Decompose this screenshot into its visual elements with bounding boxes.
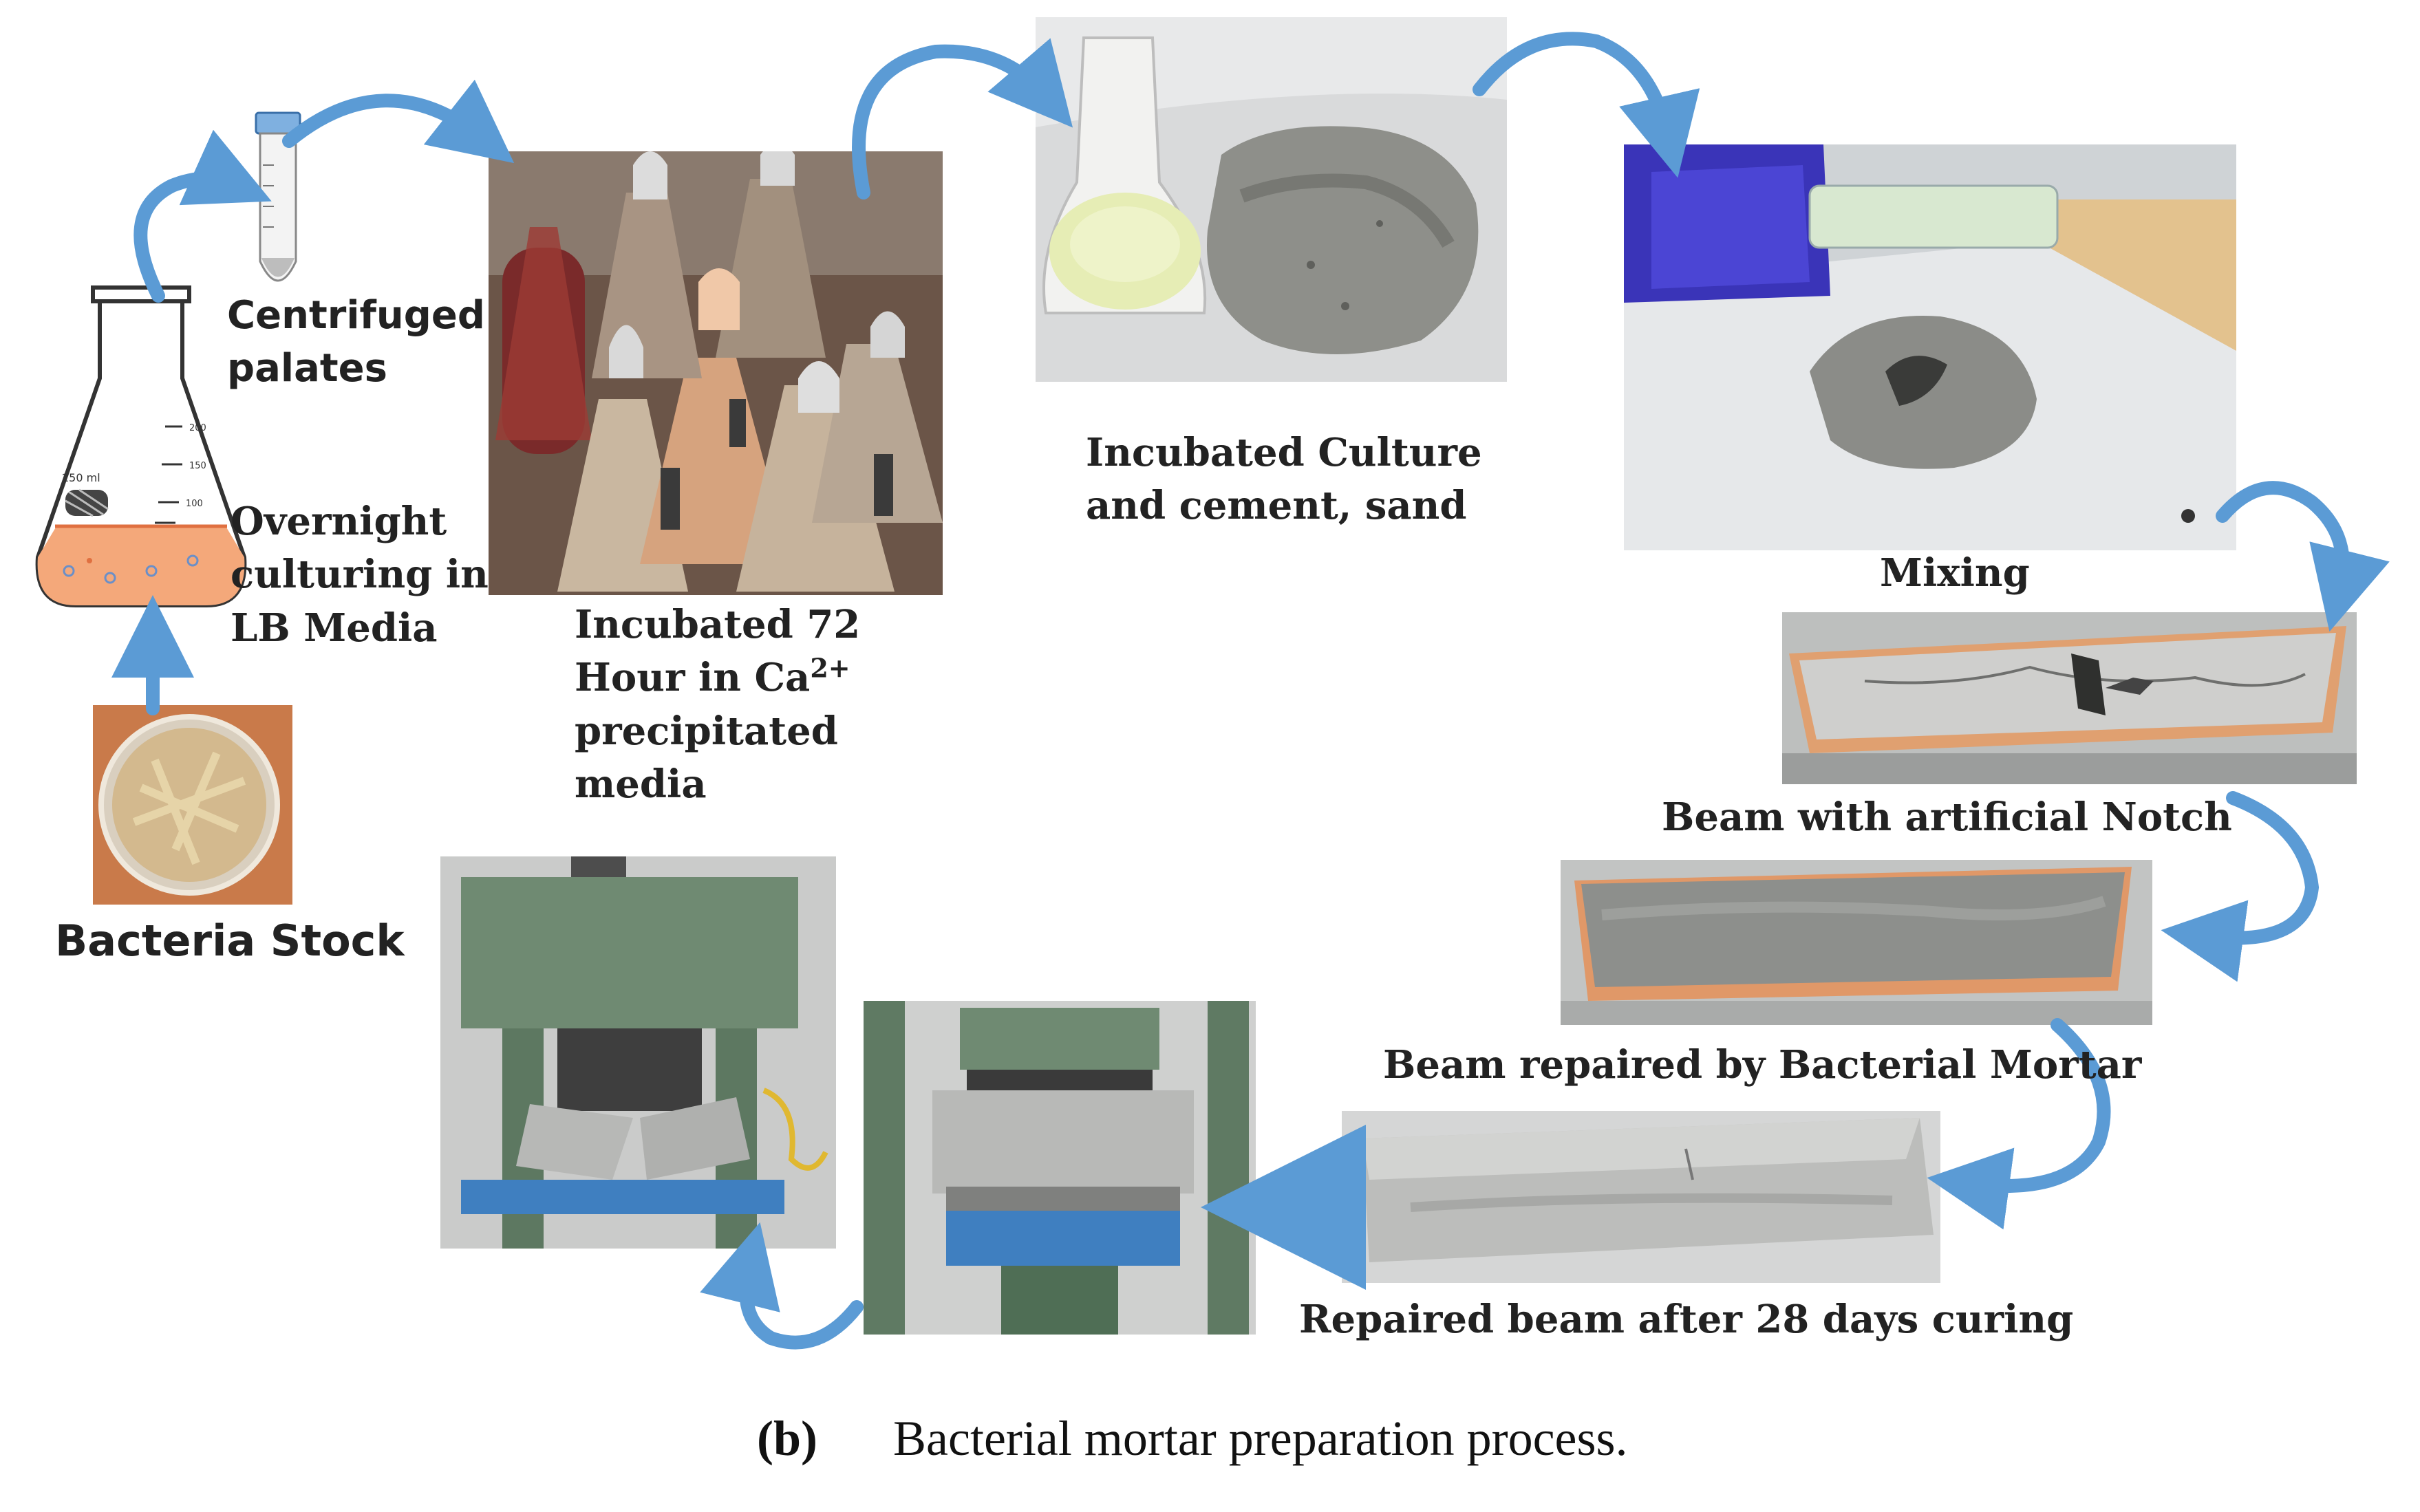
flask-mark-150: 150 <box>189 461 206 471</box>
arrow-notch-to-repaired-icon <box>2161 791 2320 982</box>
arrow-test-to-failure-icon <box>700 1222 864 1350</box>
label-incubated-72-line-4: media <box>575 761 707 807</box>
label-bacteria-stock: Bacteria Stock <box>55 916 405 966</box>
calcium-ion-superscript: 2+ <box>810 652 850 684</box>
flask-mark-100: 100 <box>186 499 203 509</box>
label-incubated-culture-line-1: Incubated Culture <box>1086 430 1482 475</box>
label-repaired-28-days: Repaired beam after 28 days curing <box>1299 1297 2074 1342</box>
label-centrifuged-line-1: Centrifuged <box>227 293 485 338</box>
repaired-beam-photo <box>1561 860 2152 1025</box>
label-mixing: Mixing <box>1880 550 2030 596</box>
flask-mark-250: 250 ml <box>62 471 100 484</box>
label-incubated-culture: Incubated Culture and cement, sand <box>1086 426 1482 533</box>
label-incubated-72-line-3: precipitated <box>575 708 838 754</box>
label-overnight-line-3: LB Media <box>231 605 438 651</box>
label-centrifuged-line-2: palates <box>227 346 387 391</box>
cured-beam-photo <box>1342 1111 1940 1283</box>
label-overnight-line-2: culturing in <box>231 552 489 598</box>
label-incubated-72-line-2-text: Hour in Ca <box>575 655 811 701</box>
failed-beam-test-photo <box>440 856 836 1249</box>
notched-beam-photo <box>1782 612 2357 784</box>
arrow-culture-to-mixing-icon <box>1473 32 1700 178</box>
caption-tag: (b) <box>757 1411 817 1466</box>
label-incubated-culture-line-2: and cement, sand <box>1086 483 1467 529</box>
figure-caption: (b) Bacterial mortar preparation process. <box>757 1410 1628 1467</box>
label-incubated-72-line-2: Hour in Ca2+ <box>575 651 860 704</box>
label-beam-repaired: Beam repaired by Bacterial Mortar <box>1383 1042 2142 1088</box>
centrifuge-tube-icon <box>253 110 303 303</box>
flask-mark-200: 200 <box>189 423 206 433</box>
culture-and-cement-photo <box>1036 17 1507 382</box>
caption-text: Bacterial mortar preparation process. <box>893 1411 1628 1466</box>
label-beam-notch: Beam with artificial Notch <box>1662 795 2232 840</box>
label-centrifuged: Centrifuged palates <box>227 289 485 396</box>
arrow-repaired-to-cured-icon <box>1927 1018 2111 1230</box>
mixing-photo <box>1624 144 2236 550</box>
erlenmeyer-flask-icon: 200 150 100 250 ml <box>28 282 255 612</box>
label-overnight-line-1: Overnight <box>231 499 447 544</box>
label-incubated-72: Incubated 72 Hour in Ca2+ precipitated m… <box>575 598 860 811</box>
arrow-flask-to-tube-icon <box>133 129 272 303</box>
label-incubated-72-line-1: Incubated 72 <box>575 602 861 647</box>
arrow-mixing-to-notch-icon <box>2216 481 2390 632</box>
label-overnight: Overnight culturing in LB Media <box>231 495 489 655</box>
arrow-bottles-to-culture-icon <box>852 38 1073 199</box>
arrow-tube-to-bottles-icon <box>282 79 515 164</box>
bacteria-petri-dish-photo <box>93 705 292 905</box>
incubated-bottles-photo <box>489 151 943 595</box>
